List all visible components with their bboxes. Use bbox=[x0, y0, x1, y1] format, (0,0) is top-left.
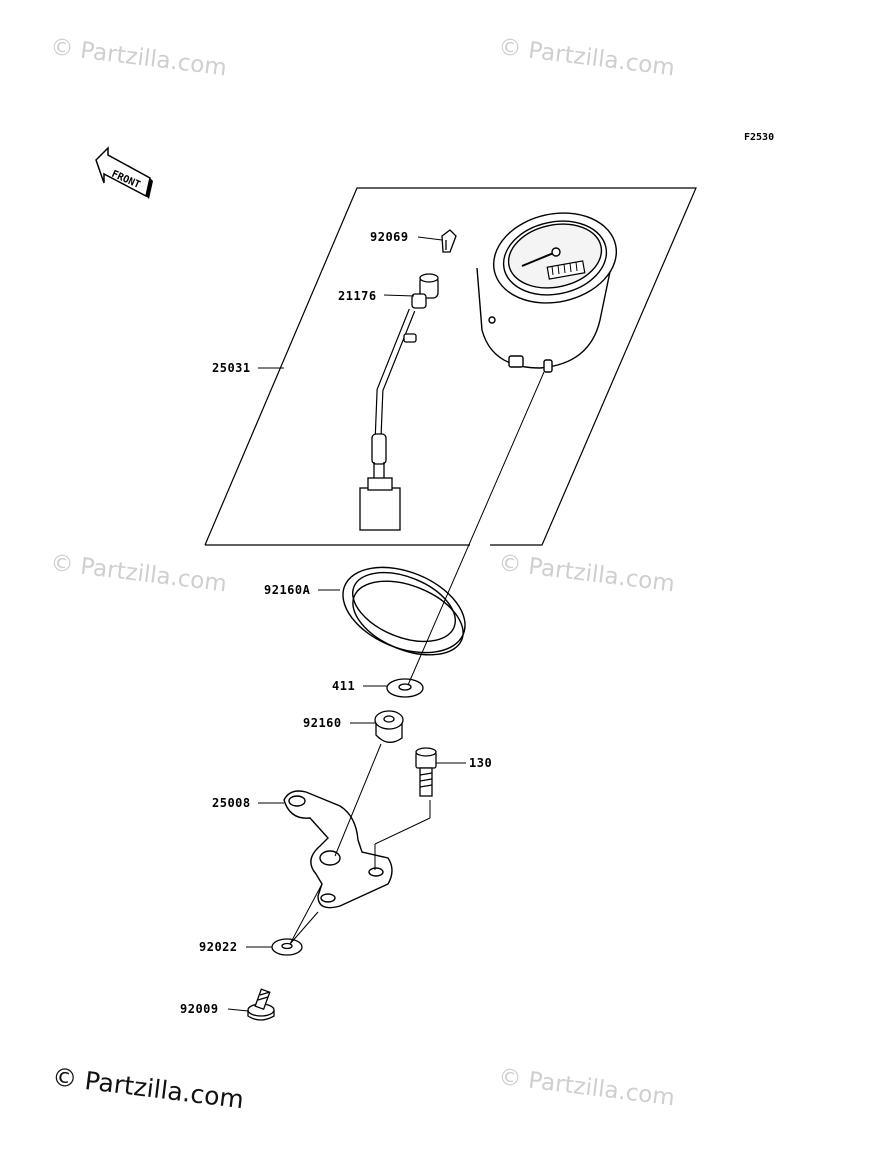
front-arrow-icon: FRONT bbox=[95, 146, 153, 199]
bulb-icon bbox=[441, 229, 457, 253]
assembly-frame bbox=[204, 187, 697, 546]
part-label-25031[interactable]: 25031 bbox=[212, 361, 251, 375]
wire-harness-icon bbox=[359, 273, 439, 531]
washer-92022-icon bbox=[271, 938, 303, 956]
part-label-92009[interactable]: 92009 bbox=[180, 1002, 219, 1016]
bolt-130-icon bbox=[415, 747, 437, 797]
part-label-130[interactable]: 130 bbox=[469, 756, 493, 770]
part-label-92160A[interactable]: 92160A bbox=[264, 583, 311, 597]
part-label-25008[interactable]: 25008 bbox=[212, 796, 251, 810]
gasket-icon bbox=[342, 566, 466, 656]
washer-411-icon bbox=[386, 678, 424, 698]
part-label-92160[interactable]: 92160 bbox=[303, 716, 342, 730]
speedometer-icon bbox=[476, 212, 618, 373]
part-label-92022[interactable]: 92022 bbox=[199, 940, 238, 954]
figure-code: F2530 bbox=[744, 132, 775, 143]
damper-icon bbox=[374, 710, 404, 743]
part-label-92069[interactable]: 92069 bbox=[370, 230, 409, 244]
screw-92009-icon bbox=[247, 988, 275, 1021]
assembly-lines bbox=[227, 236, 545, 1012]
part-label-21176[interactable]: 21176 bbox=[338, 289, 377, 303]
part-label-411[interactable]: 411 bbox=[332, 679, 356, 693]
